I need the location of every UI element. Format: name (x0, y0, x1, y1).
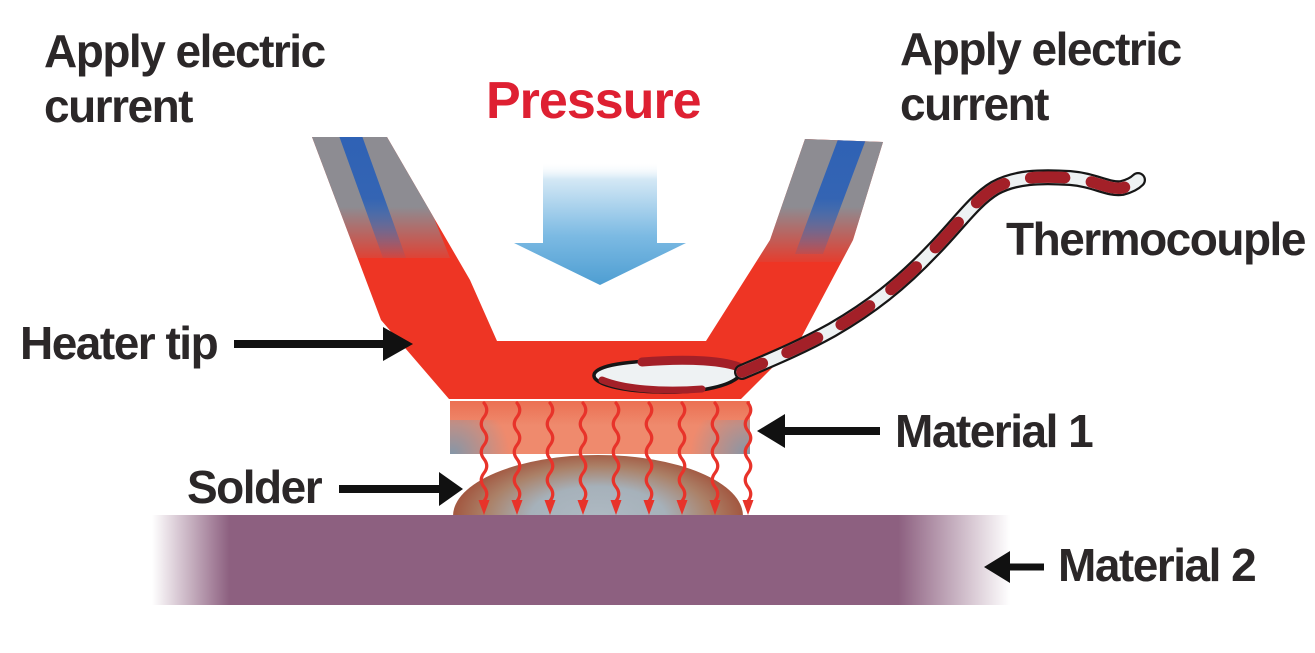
left-electrode-blue-stripe (338, 137, 406, 258)
label-material-2: Material 2 (1058, 539, 1257, 591)
material1-bar (450, 401, 750, 454)
solder-dome (453, 455, 743, 516)
label-solder: Solder (187, 461, 323, 513)
material1-arrow (757, 414, 880, 448)
label-apply-current-left: Apply electric current (44, 25, 326, 132)
pressure-arrow (514, 163, 686, 285)
label-pressure: Pressure (486, 72, 702, 130)
material2-arrow (984, 551, 1044, 583)
solder-arrow (339, 472, 463, 506)
thermocouple-wire (592, 169, 1146, 394)
thermocouple-lead (734, 169, 1146, 380)
right-electrode-blue-stripe (795, 137, 868, 254)
label-thermocouple: Thermocouple (1006, 213, 1306, 265)
label-material-1: Material 1 (895, 405, 1094, 457)
heater-tip-arrow (234, 327, 413, 361)
annotation-arrows (234, 327, 1044, 583)
label-apply-current-right: Apply electric current (900, 23, 1182, 130)
material2-bar (152, 515, 1010, 605)
label-heater-tip: Heater tip (20, 317, 219, 369)
